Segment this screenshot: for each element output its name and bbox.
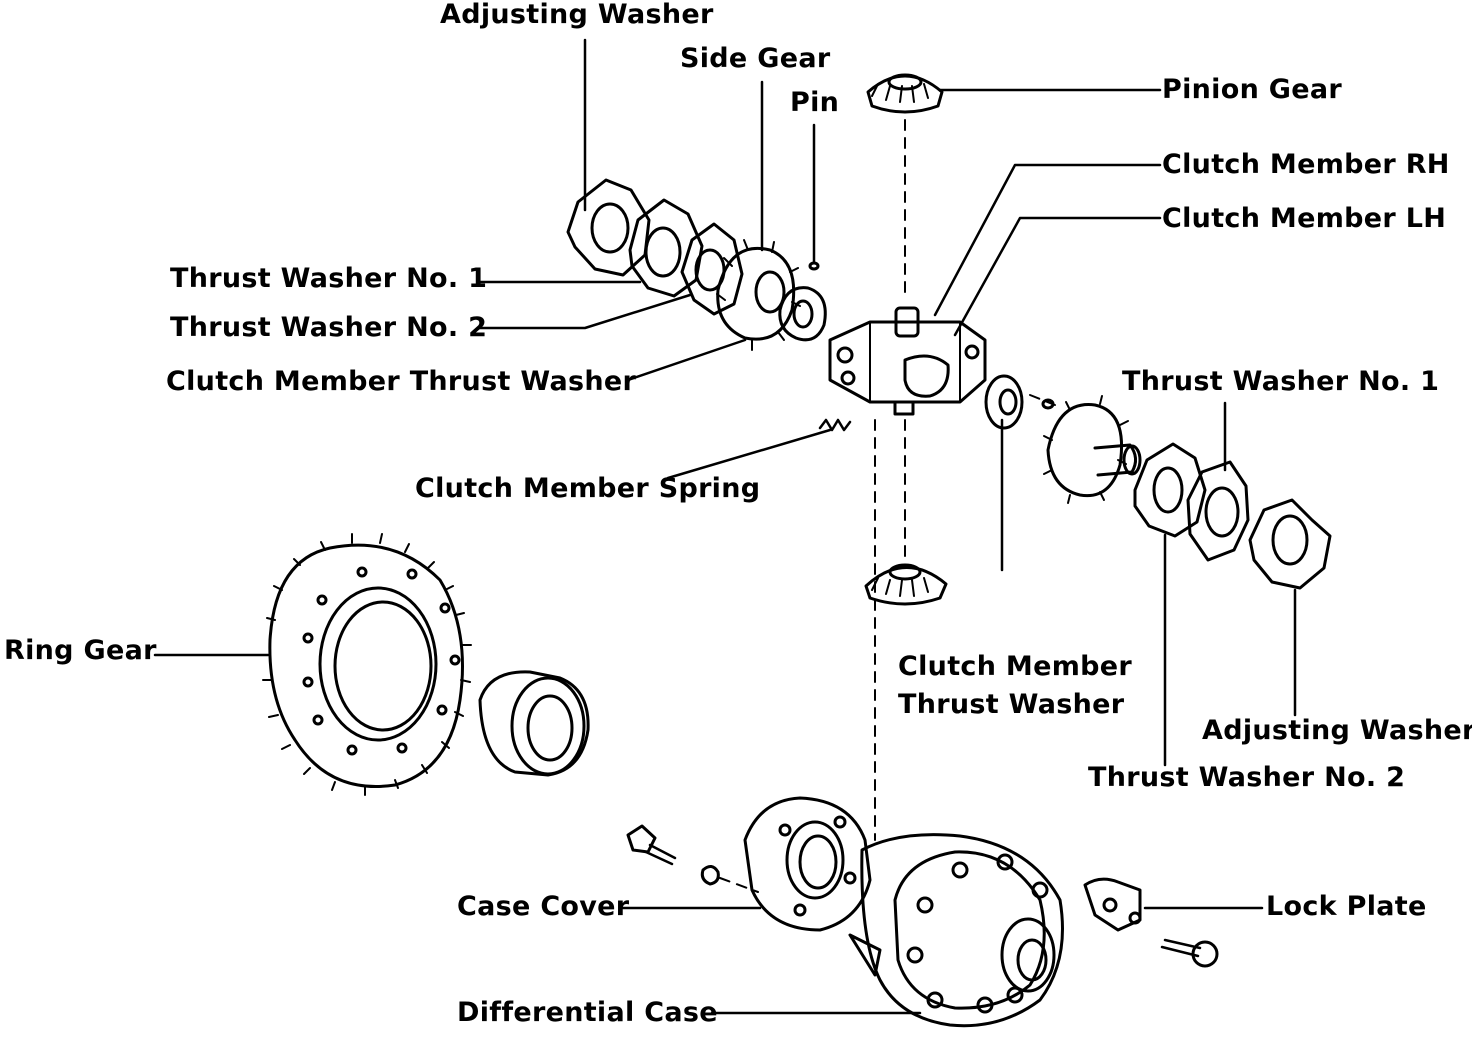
- pinion-gear-bottom: [864, 563, 948, 606]
- ring-gear-part: [262, 533, 472, 796]
- label-adjusting-washer-top: Adjusting Washer: [440, 0, 714, 30]
- label-clutch-member-thrust-washer-left: Clutch Member Thrust Washer: [166, 366, 637, 397]
- differential-case-part: [743, 796, 1064, 1028]
- right-side-gear: [1043, 395, 1142, 504]
- label-thrust-washer-no1-left: Thrust Washer No. 1: [170, 263, 488, 294]
- label-lock-plate: Lock Plate: [1266, 891, 1427, 922]
- clutch-member-assembly: [818, 306, 987, 432]
- clutch-member-thrust-washer-right-part: [984, 374, 1055, 430]
- label-case-cover: Case Cover: [457, 891, 630, 922]
- label-pinion-gear: Pinion Gear: [1162, 74, 1342, 105]
- label-clutch-member-thrust-washer-right-line2: Thrust Washer: [898, 689, 1125, 720]
- assembly-axis-lines: [719, 119, 1056, 893]
- label-pin: Pin: [790, 87, 840, 118]
- label-clutch-member-rh: Clutch Member RH: [1162, 149, 1450, 180]
- label-clutch-member-thrust-washer-right-line1: Clutch Member: [898, 651, 1132, 682]
- label-clutch-member-lh: Clutch Member LH: [1162, 203, 1447, 234]
- pinion-gear-top: [866, 73, 944, 114]
- leader-lines: [153, 38, 1297, 1015]
- label-thrust-washer-no1-right: Thrust Washer No. 1: [1122, 366, 1440, 397]
- label-clutch-member-spring: Clutch Member Spring: [415, 473, 761, 504]
- label-thrust-washer-no2-right: Thrust Washer No. 2: [1088, 762, 1406, 793]
- bearing-part: [478, 670, 590, 777]
- left-gear-stack: [566, 178, 827, 351]
- label-thrust-washer-no2-left: Thrust Washer No. 2: [170, 312, 488, 343]
- right-washers: [1133, 442, 1332, 590]
- bolts-and-lock-plate: [626, 824, 1219, 968]
- label-side-gear: Side Gear: [680, 43, 831, 74]
- label-differential-case: Differential Case: [457, 997, 718, 1028]
- label-adjusting-washer-right: Adjusting Washer: [1202, 715, 1472, 746]
- label-ring-gear: Ring Gear: [4, 635, 157, 666]
